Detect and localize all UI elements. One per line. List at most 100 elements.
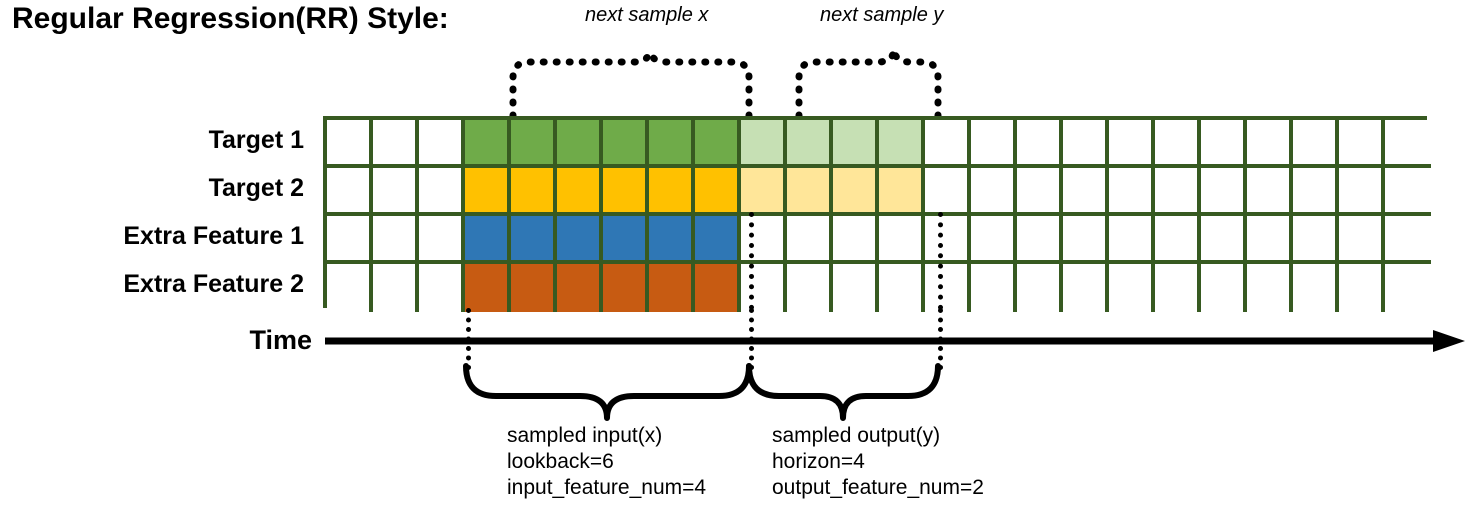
grid-cell-r4-c4 <box>465 264 511 312</box>
caption-output-line1: sampled output(y) <box>772 424 941 447</box>
caption-input-line2: lookback=6 <box>507 450 614 473</box>
grid-cell-r2-c17 <box>1063 168 1109 216</box>
caption-input-line3: input_feature_num=4 <box>507 476 707 499</box>
grid-cell-r1-c21 <box>1247 120 1293 168</box>
grid-cell-r2-c10 <box>741 168 787 216</box>
grid-cell-r4-c6 <box>557 264 603 312</box>
grid-cell-r1-c8 <box>649 120 695 168</box>
grid-cell-r3-c14 <box>925 216 971 264</box>
grid-cell-r3-c2 <box>373 216 419 264</box>
grid-row-2 <box>327 168 1431 216</box>
grid-cell-r2-c20 <box>1201 168 1247 216</box>
grid-cell-r4-c13 <box>879 264 925 312</box>
grid-cell-r1-c18 <box>1109 120 1155 168</box>
caption-sampled-input: sampled input(x) lookback=6 input_featur… <box>507 423 706 501</box>
grid-cell-r3-c4 <box>465 216 511 264</box>
grid-cell-r4-c16 <box>1017 264 1063 312</box>
grid-row-1 <box>327 120 1431 168</box>
grid-cell-r3-c19 <box>1155 216 1201 264</box>
time-axis-arrow <box>325 330 1465 352</box>
grid-cell-r2-c1 <box>327 168 373 216</box>
grid-cell-r2-c19 <box>1155 168 1201 216</box>
grid-cell-r3-c20 <box>1201 216 1247 264</box>
grid-cell-r2-c2 <box>373 168 419 216</box>
caption-sampled-output: sampled output(y) horizon=4 output_featu… <box>772 423 984 501</box>
grid-cell-r3-c15 <box>971 216 1017 264</box>
grid-cell-r3-c22 <box>1293 216 1339 264</box>
grid-cell-r4-c8 <box>649 264 695 312</box>
grid-cell-r3-c21 <box>1247 216 1293 264</box>
grid-cell-r1-c6 <box>557 120 603 168</box>
grid-cell-r1-c23 <box>1339 120 1385 168</box>
grid-cell-r3-c23 <box>1339 216 1385 264</box>
grid-cell-r4-c22 <box>1293 264 1339 312</box>
grid-cell-r3-c17 <box>1063 216 1109 264</box>
grid-cell-r4-c21 <box>1247 264 1293 312</box>
grid-cell-r1-c5 <box>511 120 557 168</box>
grid-cell-r2-c12 <box>833 168 879 216</box>
grid-cell-r1-c15 <box>971 120 1017 168</box>
grid-cell-r3-c7 <box>603 216 649 264</box>
grid-cell-r2-c16 <box>1017 168 1063 216</box>
grid-cell-r4-c19 <box>1155 264 1201 312</box>
grid-cell-r3-c6 <box>557 216 603 264</box>
caption-input-line1: sampled input(x) <box>507 424 663 447</box>
grid-cell-r3-c12 <box>833 216 879 264</box>
grid-cell-r2-c23 <box>1339 168 1385 216</box>
page-title: Regular Regression(RR) Style: <box>12 2 449 35</box>
grid-cell-r1-c12 <box>833 120 879 168</box>
annotation-next-sample-x: next sample x <box>585 4 709 26</box>
grid-cell-r3-c5 <box>511 216 557 264</box>
row-label-target-1: Target 1 <box>208 126 304 154</box>
grid-cell-r4-c12 <box>833 264 879 312</box>
grid-cell-r1-c16 <box>1017 120 1063 168</box>
grid-cell-r2-c8 <box>649 168 695 216</box>
grid-cell-r3-c11 <box>787 216 833 264</box>
guide-line-output-end-upper <box>938 212 943 310</box>
caption-output-line2: horizon=4 <box>772 450 865 473</box>
guide-line-feature-end-upper <box>749 212 754 310</box>
grid-cell-r1-c2 <box>373 120 419 168</box>
grid-cell-r2-c9 <box>695 168 741 216</box>
grid-cell-r2-c4 <box>465 168 511 216</box>
grid-cell-r2-c11 <box>787 168 833 216</box>
grid-cell-r1-c4 <box>465 120 511 168</box>
row-label-column: Target 1 Target 2 Extra Feature 1 Extra … <box>0 116 312 308</box>
grid-cell-r1-c22 <box>1293 120 1339 168</box>
grid-cell-r2-c3 <box>419 168 465 216</box>
grid-cell-r4-c5 <box>511 264 557 312</box>
grid-cell-r1-c11 <box>787 120 833 168</box>
grid-cell-r2-c5 <box>511 168 557 216</box>
grid-cell-r4-c24 <box>1385 264 1431 312</box>
grid-cell-r2-c7 <box>603 168 649 216</box>
grid-cell-r4-c15 <box>971 264 1017 312</box>
grid-cell-r4-c11 <box>787 264 833 312</box>
grid-cell-r1-c7 <box>603 120 649 168</box>
grid-cell-r1-c19 <box>1155 120 1201 168</box>
row-label-extra-feature-2: Extra Feature 2 <box>123 270 304 298</box>
time-axis-label: Time <box>249 325 312 355</box>
grid-cell-r3-c18 <box>1109 216 1155 264</box>
grid-cell-r1-c24 <box>1385 120 1431 168</box>
grid-cell-r1-c1 <box>327 120 373 168</box>
grid-cell-r2-c15 <box>971 168 1017 216</box>
grid-cell-r3-c3 <box>419 216 465 264</box>
grid-cell-r4-c10 <box>741 264 787 312</box>
grid-cell-r2-c13 <box>879 168 925 216</box>
grid-cell-r2-c14 <box>925 168 971 216</box>
row-label-extra-feature-1: Extra Feature 1 <box>123 222 304 250</box>
grid-cell-r4-c14 <box>925 264 971 312</box>
grid-row-4 <box>327 264 1431 312</box>
grid-row-3 <box>327 216 1431 264</box>
grid-cell-r4-c9 <box>695 264 741 312</box>
grid-cell-r1-c9 <box>695 120 741 168</box>
row-label-target-2: Target 2 <box>208 174 304 202</box>
grid-cell-r4-c17 <box>1063 264 1109 312</box>
grid-cell-r1-c13 <box>879 120 925 168</box>
grid-cell-r1-c3 <box>419 120 465 168</box>
grid-cell-r3-c13 <box>879 216 925 264</box>
grid-cell-r1-c10 <box>741 120 787 168</box>
grid-cell-r3-c10 <box>741 216 787 264</box>
caption-output-line3: output_feature_num=2 <box>772 476 984 499</box>
grid-cell-r4-c3 <box>419 264 465 312</box>
